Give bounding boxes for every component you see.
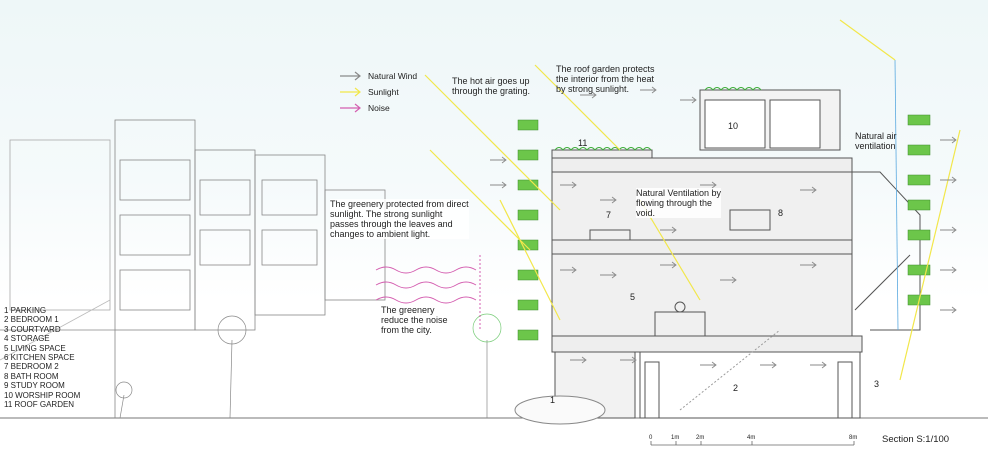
wind-arrow-icon xyxy=(800,186,817,194)
green-wall-right xyxy=(907,114,931,306)
room-list-item: 7 BEDROOM 2 xyxy=(4,362,59,372)
air-flow-line xyxy=(894,59,899,331)
room-list-item: 8 BATH ROOM xyxy=(4,371,59,381)
room-number-3: 3 xyxy=(874,379,880,389)
room-number-8: 8 xyxy=(778,208,784,218)
wind-arrow-icon xyxy=(640,86,657,94)
annotation-roof-garden: The roof garden protects the interior fr… xyxy=(556,64,655,94)
wind-arrow-icon xyxy=(680,96,697,104)
wind-arrow-icon xyxy=(940,136,957,144)
scale-bar-line xyxy=(650,441,855,446)
wind-arrow-icon xyxy=(560,181,577,189)
wind-arrow-icon xyxy=(620,356,637,364)
room-number-5: 5 xyxy=(630,292,636,302)
legend-noise-arrow xyxy=(340,103,361,113)
trees xyxy=(115,313,502,419)
annotation-greenery-sunlight: The greenery protected from direct sunli… xyxy=(330,199,469,239)
legend-noise-label: Noise xyxy=(368,103,390,113)
wind-arrow-icon xyxy=(940,226,957,234)
wind-arrow-icon xyxy=(490,156,507,164)
green-wall-left xyxy=(517,119,539,341)
legend-arrows xyxy=(340,71,361,113)
room-number-7: 7 xyxy=(606,210,612,220)
legend-wind-arrow xyxy=(340,71,361,81)
sunlight-rays xyxy=(424,19,961,381)
annotation-greenery-noise: The greenery reduce the noise from the c… xyxy=(381,305,448,335)
room-list-item: 5 LIVING SPACE xyxy=(4,343,66,353)
legend-wind-label: Natural Wind xyxy=(368,71,418,81)
room-list-item: 9 STUDY ROOM xyxy=(4,381,65,391)
room-list-item: 3 COURTYARD xyxy=(4,324,61,334)
scale-tick-label: 4m xyxy=(747,435,756,441)
wind-arrow-icon xyxy=(600,271,617,279)
annotation-natural-ventilation: Natural Ventilation by flowing through t… xyxy=(636,188,722,218)
wind-arrow-icon xyxy=(560,266,577,274)
noise-waves xyxy=(375,255,481,330)
legend-sunlight-label: Sunlight xyxy=(368,87,399,97)
room-list-item: 10 WORSHIP ROOM xyxy=(4,390,81,400)
wind-arrow-icon xyxy=(810,361,827,369)
street-buildings xyxy=(0,119,386,418)
section-label: Section S:1/100 xyxy=(882,434,950,445)
wind-arrow-icon xyxy=(700,361,717,369)
room-list-item: 4 STORAGE xyxy=(4,334,50,344)
wind-arrows xyxy=(490,86,957,369)
room-list-item: 2 BEDROOM 1 xyxy=(4,315,59,325)
wind-arrow-icon xyxy=(800,261,817,269)
wind-arrow-icon xyxy=(940,266,957,274)
wind-arrow-icon xyxy=(580,91,597,99)
annotation-natural-air: Natural air ventilation xyxy=(855,131,897,151)
room-list-item: 1 PARKING xyxy=(4,306,47,315)
scale-tick-label: 2m xyxy=(696,435,705,441)
room-number-11: 11 xyxy=(578,138,588,148)
room-number-2: 2 xyxy=(733,383,739,393)
house-section xyxy=(514,89,921,425)
wind-arrow-icon xyxy=(490,181,507,189)
room-legend-list: 1 PARKING 2 BEDROOM 1 3 COURTYARD 4 STOR… xyxy=(4,306,80,409)
wind-arrow-icon xyxy=(940,306,957,314)
room-list-item: 6 KITCHEN SPACE xyxy=(4,353,75,363)
scale-tick-label: 0 xyxy=(649,435,653,441)
wind-arrow-icon xyxy=(940,176,957,184)
wind-arrow-icon xyxy=(660,261,677,269)
scale-tick-label: 8m xyxy=(849,435,858,441)
wind-arrow-icon xyxy=(600,196,617,204)
scale-tick-label: 1m xyxy=(671,435,680,441)
legend-sun-arrow xyxy=(340,87,361,97)
room-number-1: 1 xyxy=(550,395,556,405)
wind-arrow-icon xyxy=(570,356,587,364)
wind-arrow-icon xyxy=(700,181,717,189)
wind-arrow-icon xyxy=(660,226,677,234)
room-number-10: 10 xyxy=(728,121,739,131)
roof-garden-plants xyxy=(554,87,762,151)
wind-arrow-icon xyxy=(760,361,777,369)
annotation-hot-air: The hot air goes up through the grating. xyxy=(452,76,531,96)
wind-arrow-icon xyxy=(720,276,737,284)
room-list-item: 11 ROOF GARDEN xyxy=(4,400,75,410)
